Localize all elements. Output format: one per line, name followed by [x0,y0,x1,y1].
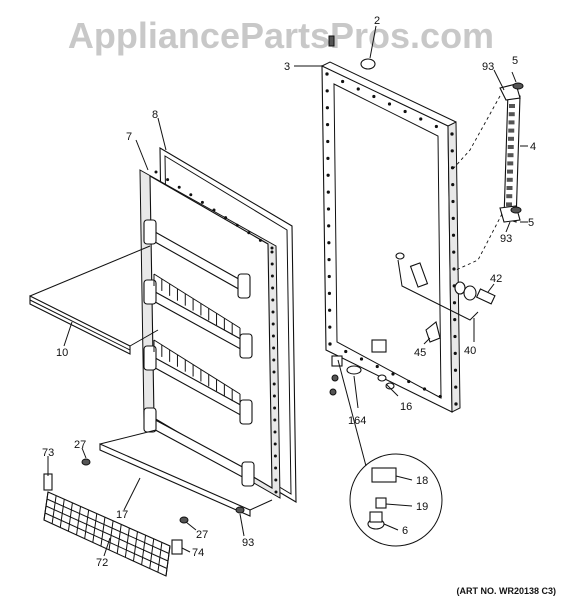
callout-19: 19 [416,501,428,513]
door-handle[interactable] [499,83,521,223]
plug-part[interactable] [360,58,376,70]
callout-72: 72 [96,557,108,569]
screw-27-left[interactable] [81,458,91,466]
door-shelf-17[interactable] [99,443,251,517]
callout-6: 6 [402,525,408,537]
strike-part[interactable] [454,281,496,305]
callout-42: 42 [490,273,502,285]
callout-7: 7 [126,131,132,143]
callout-74: 74 [192,547,204,559]
callout-17: 17 [116,509,128,521]
callout-4: 4 [530,141,536,153]
door-shelves [143,219,255,487]
door-liner-panel[interactable] [321,61,461,413]
callout-5-top: 5 [512,55,518,67]
bottom-hinge-part[interactable] [329,355,343,396]
cam-part[interactable] [425,321,441,343]
handle-screw-bottom[interactable] [510,206,522,214]
callout-73: 73 [42,447,54,459]
button-part-16[interactable] [377,374,395,390]
door-shelf-bar[interactable] [29,295,131,355]
handle-screw-top[interactable] [512,82,524,90]
callout-164: 164 [348,415,366,427]
callout-18: 18 [416,475,428,487]
callout-2: 2 [374,15,380,27]
callout-40: 40 [464,345,476,357]
callout-27-right: 27 [196,529,208,541]
callout-5-bottom: 5 [528,217,534,229]
callout-93-mid: 93 [500,233,512,245]
wire-basket[interactable] [43,491,171,577]
top-screw [328,35,335,47]
callout-45: 45 [414,347,426,359]
basket-wires [43,491,171,577]
callout-8: 8 [152,109,158,121]
callout-16: 16 [400,401,412,413]
leader-lines [47,25,528,557]
screw-93-bottom[interactable] [235,506,245,514]
watermark: AppliancePartsPros.com [68,15,494,56]
door-assembly[interactable] [139,147,297,503]
callout-93-top: 93 [482,61,494,73]
screw-27-right[interactable] [179,516,189,524]
basket-support-74[interactable] [171,539,183,555]
callout-10: 10 [56,347,68,359]
art-number: (ART NO. WR20138 C3) [456,586,556,596]
callout-3: 3 [284,61,290,73]
basket-support-73[interactable] [43,473,53,491]
callout-93-bottom: 93 [242,537,254,549]
callout-27-left: 27 [74,439,86,451]
plug-part-164[interactable] [346,365,362,375]
latch-assembly[interactable] [395,252,479,321]
door-gasket-screws [154,170,278,494]
